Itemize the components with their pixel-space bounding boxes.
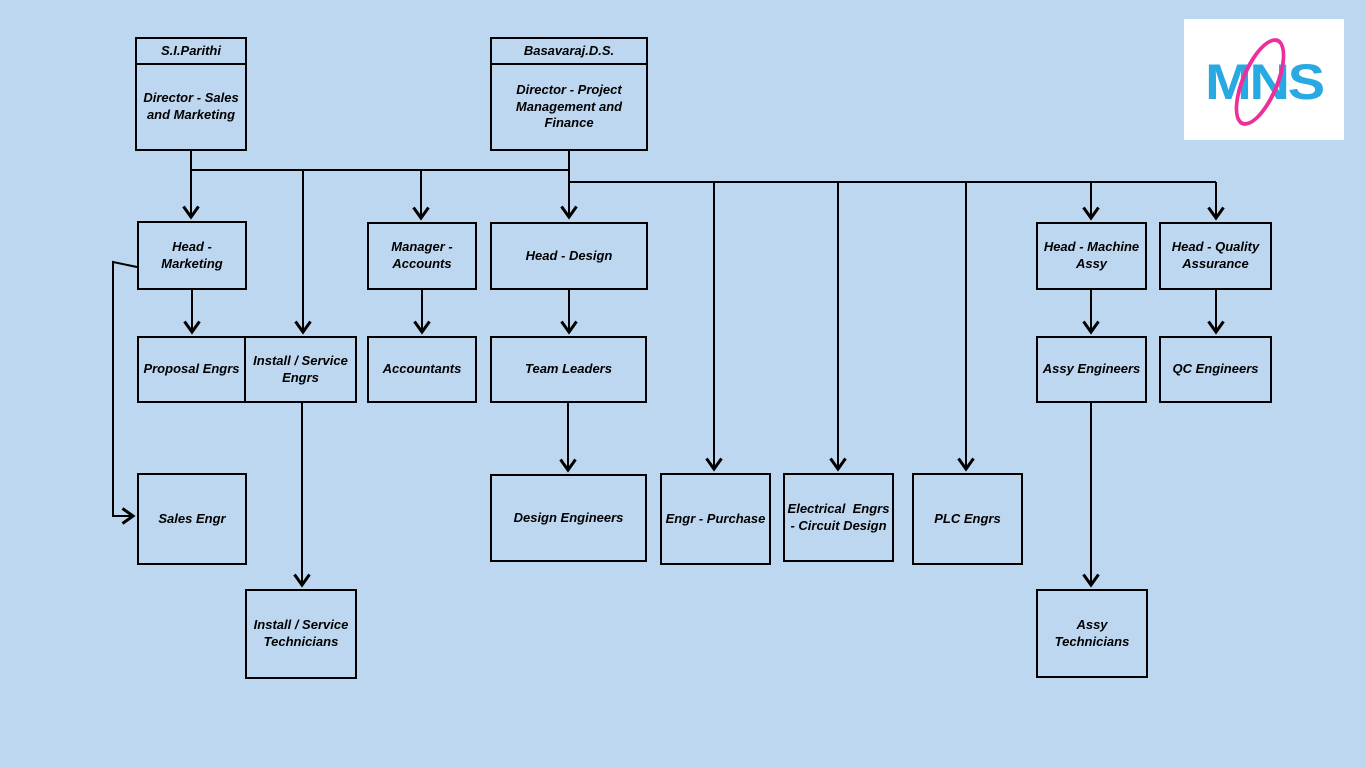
org-node-qc-engineers: QC Engineers: [1159, 336, 1272, 403]
org-node-assy-technicians: Assy Technicians: [1036, 589, 1148, 678]
director-project-title: Director - Project Management and Financ…: [515, 81, 623, 131]
node-label: Engr - Purchase: [665, 510, 766, 526]
org-node-assy-engineers: Assy Engineers: [1036, 336, 1147, 403]
node-label: Manager - Accounts: [391, 239, 453, 271]
node-label: Proposal Engrs: [143, 361, 240, 377]
node-label: Head - Design: [525, 247, 613, 263]
node-label: Head - Machine Assy: [1043, 239, 1140, 271]
org-node-electrical-engrs: Electrical Engrs - Circuit Design: [783, 473, 894, 562]
org-node-sales-engr: Sales Engr: [137, 473, 247, 565]
org-node-head-machine-assy: Head - Machine Assy: [1036, 222, 1147, 290]
org-node-manager-accounts: Manager - Accounts: [367, 222, 477, 290]
org-node-engr-purchase: Engr - Purchase: [660, 473, 771, 565]
node-label: PLC Engrs: [934, 510, 1001, 526]
node-label: Head - Quality Assurance: [1171, 239, 1260, 271]
org-node-proposal-engrs: Proposal Engrs: [137, 336, 246, 403]
org-node-accountants: Accountants: [367, 336, 477, 403]
node-label: Team Leaders: [525, 361, 612, 377]
org-node-director-sales: S.I.Parithi Director - Sales and Marketi…: [135, 37, 247, 151]
node-label: Assy Engineers: [1042, 361, 1141, 377]
director-sales-name: S.I.Parithi: [137, 39, 245, 65]
node-label: Install / Service Technicians: [253, 617, 349, 649]
node-label: Design Engineers: [513, 509, 624, 525]
node-label: Electrical Engrs - Circuit Design: [787, 500, 890, 533]
company-logo: MNS: [1184, 19, 1344, 140]
node-label: Head - Marketing: [161, 238, 223, 271]
org-node-install-service-technicians: Install / Service Technicians: [245, 589, 357, 679]
node-label: Sales Engr: [158, 510, 226, 526]
org-node-design-engineers: Design Engineers: [490, 474, 647, 562]
org-node-head-design: Head - Design: [490, 222, 648, 290]
node-label: Accountants: [382, 361, 462, 377]
logo-text: MNS: [1205, 54, 1325, 110]
org-node-install-service-engrs: Install / Service Engrs: [244, 336, 357, 403]
org-node-director-project: Basavaraj.D.S. Director - Project Manage…: [490, 37, 648, 151]
connector-headmarketing-to-salesengr: [112, 260, 138, 525]
org-node-plc-engrs: PLC Engrs: [912, 473, 1023, 565]
org-node-head-marketing: Head - Marketing: [137, 221, 247, 290]
director-sales-title: Director - Sales and Marketing: [143, 90, 239, 122]
org-node-team-leaders: Team Leaders: [490, 336, 647, 403]
node-label: Install / Service Engrs: [253, 352, 348, 385]
node-label: Assy Technicians: [1054, 616, 1130, 649]
org-node-head-quality-assurance: Head - Quality Assurance: [1159, 222, 1272, 290]
node-label: QC Engineers: [1172, 361, 1259, 377]
director-project-name: Basavaraj.D.S.: [492, 39, 646, 65]
